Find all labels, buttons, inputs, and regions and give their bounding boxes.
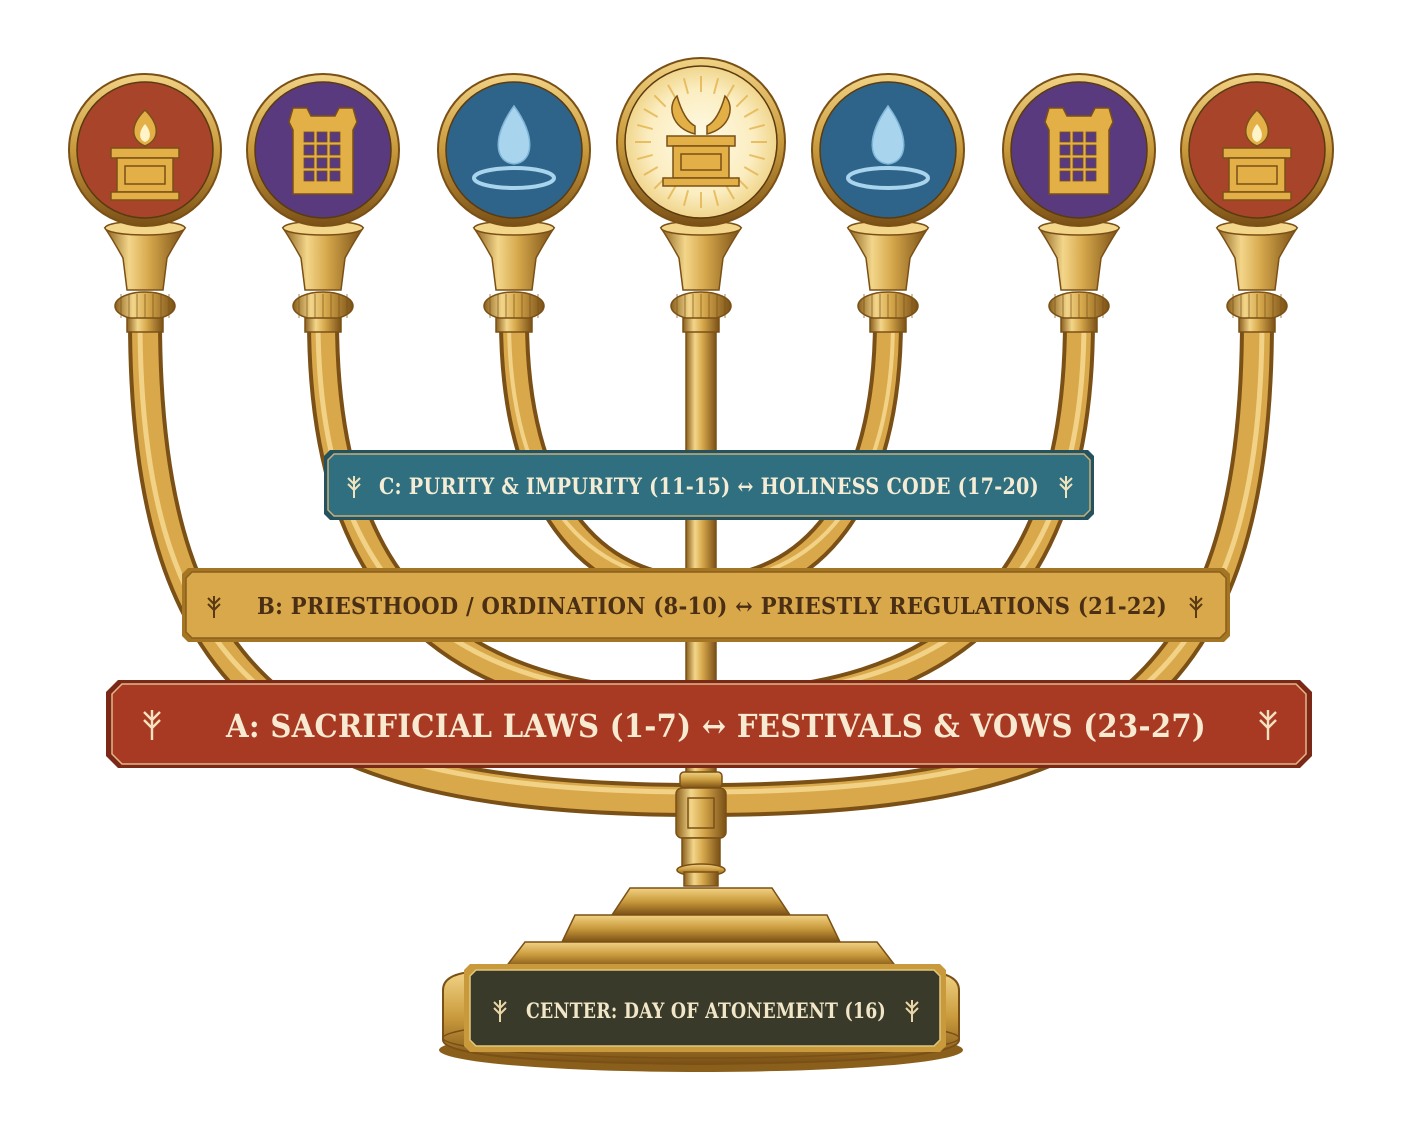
medallion bbox=[437, 73, 591, 227]
banner-b-fill bbox=[185, 571, 1227, 639]
medallion bbox=[616, 57, 786, 227]
branch-cup bbox=[472, 220, 556, 333]
water-drop-icon bbox=[846, 104, 930, 190]
banner-c: C: PURITY & IMPURITY (11-15) ↔ HOLINESS … bbox=[324, 450, 1094, 520]
banner-a: A: SACRIFICIAL LAWS (1-7) ↔ FESTIVALS & … bbox=[106, 680, 1312, 768]
branch-cup bbox=[103, 220, 187, 333]
banner-c-fill bbox=[327, 453, 1091, 517]
sprig-icon bbox=[207, 596, 221, 618]
sprig-icon bbox=[1059, 476, 1073, 498]
banner-c-label: C: PURITY & IMPURITY (11-15) ↔ HOLINESS … bbox=[379, 474, 1039, 500]
medallion-row bbox=[68, 57, 1334, 227]
sprig-icon bbox=[905, 1000, 919, 1022]
medallion bbox=[1180, 73, 1334, 227]
banner-b-label: B: PRIESTHOOD / ORDINATION (8-10) ↔ PRIE… bbox=[257, 593, 1167, 620]
banner-b: B: PRIESTHOOD / ORDINATION (8-10) ↔ PRIE… bbox=[182, 568, 1230, 642]
banner-a-label: A: SACRIFICIAL LAWS (1-7) ↔ FESTIVALS & … bbox=[225, 707, 1206, 745]
medallion bbox=[68, 73, 222, 227]
center-plaque-label: CENTER: DAY OF ATONEMENT (16) bbox=[526, 998, 886, 1023]
breastplate-icon bbox=[1044, 107, 1114, 195]
branch-cup bbox=[846, 220, 930, 333]
banner-a-fill bbox=[111, 683, 1307, 765]
central-knob bbox=[675, 771, 727, 887]
sprig-icon bbox=[493, 1000, 507, 1022]
branch-cups bbox=[103, 220, 1299, 333]
sprig-icon bbox=[143, 710, 161, 740]
altar-fire-icon bbox=[110, 108, 180, 201]
branch-cup bbox=[1215, 220, 1299, 333]
center-plaque-fill bbox=[469, 969, 941, 1047]
branch-cup bbox=[1037, 220, 1121, 333]
altar-fire-icon bbox=[1222, 108, 1292, 201]
ark-of-covenant-icon bbox=[635, 76, 767, 208]
sprig-icon bbox=[347, 476, 361, 498]
breastplate-icon bbox=[288, 107, 358, 195]
center-plaque: CENTER: DAY OF ATONEMENT (16) bbox=[464, 964, 946, 1052]
sprig-icon bbox=[1259, 710, 1277, 740]
branch-cup bbox=[281, 220, 365, 333]
sprig-icon bbox=[1189, 596, 1203, 618]
branch-cup bbox=[659, 220, 743, 333]
medallion bbox=[246, 73, 400, 227]
water-drop-icon bbox=[472, 104, 556, 190]
medallion bbox=[811, 73, 965, 227]
medallion bbox=[1002, 73, 1156, 227]
